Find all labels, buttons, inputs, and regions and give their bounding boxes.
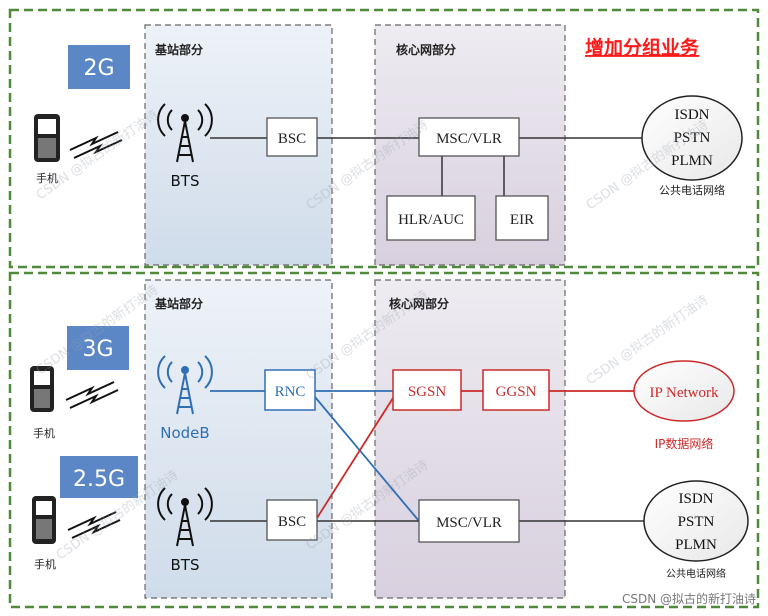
- svg-text:2.5G: 2.5G: [73, 467, 125, 492]
- svg-text:3G: 3G: [82, 337, 113, 362]
- phone-3g-icon: [30, 366, 54, 412]
- top-radio-zigzag-2: [73, 139, 123, 159]
- footer-credit: CSDN @拟古的新打油诗: [622, 591, 756, 606]
- top-phone-icon: [34, 114, 60, 162]
- badge-2-5g: 2.5G: [60, 456, 138, 498]
- bottom-bsc-node: BSC: [266, 499, 318, 541]
- top-frame: [8, 8, 760, 269]
- svg-text:BSC: BSC: [278, 514, 306, 530]
- bottom-bts-tower-icon: [157, 487, 213, 547]
- ip-network-cloud: IP Network: [633, 360, 735, 422]
- bottom-base-title: 基站部分: [154, 296, 203, 311]
- top-hlr-node: HLR/AUC: [386, 195, 476, 241]
- top-msc-node: MSC/VLR: [418, 117, 520, 157]
- bottom-core-title: 核心网部分: [389, 296, 449, 311]
- svg-text:IP Network: IP Network: [649, 385, 719, 401]
- nodeb-label: NodeB: [160, 424, 209, 442]
- top-pstn-caption: 公共电话网络: [659, 183, 725, 197]
- watermark-layer: CSDN @拟古的新打油诗 CSDN @拟古的新打油诗 CSDN @拟古的新打油…: [33, 107, 711, 563]
- radio-zigzag-2-5g: [67, 511, 117, 531]
- bottom-pstn-cloud: ISDN PSTN PLMN: [643, 480, 749, 562]
- top-eir-node: EIR: [495, 195, 549, 241]
- ip-network-caption: IP数据网络: [655, 436, 714, 451]
- badge-3g: 3G: [67, 326, 129, 370]
- top-core-title: 核心网部分: [396, 42, 456, 57]
- svg-text:BSC: BSC: [278, 131, 306, 147]
- radio-zigzag-3g: [65, 381, 115, 401]
- sgsn-node: SGSN: [392, 369, 462, 411]
- top-bsc-node: BSC: [266, 117, 318, 157]
- svg-text:2G: 2G: [83, 56, 114, 81]
- top-bts-label: BTS: [171, 172, 200, 190]
- top-pstn-line-3: PLMN: [671, 153, 713, 169]
- ggsn-node: GGSN: [482, 369, 550, 411]
- top-phone-label: 手机: [36, 171, 58, 185]
- radio-zigzag-3g-2: [69, 389, 119, 409]
- svg-text:EIR: EIR: [510, 212, 534, 228]
- bottom-base-panel: [144, 279, 333, 599]
- bottom-pstn-line-1: ISDN: [678, 491, 713, 507]
- svg-text:SGSN: SGSN: [408, 384, 447, 400]
- nodeb-tower-icon: [157, 355, 213, 415]
- bottom-pstn-line-2: PSTN: [678, 514, 715, 530]
- svg-text:GGSN: GGSN: [496, 384, 537, 400]
- svg-text:HLR/AUC: HLR/AUC: [398, 212, 464, 228]
- top-bts-tower-icon: [157, 103, 213, 163]
- svg-text:MSC/VLR: MSC/VLR: [436, 131, 502, 147]
- top-pstn-line-2: PSTN: [674, 130, 711, 146]
- badge-2g: 2G: [68, 45, 130, 89]
- rnc-node: RNC: [264, 369, 316, 411]
- phone-3g-label: 手机: [33, 426, 55, 440]
- bottom-core-panel: [374, 279, 566, 599]
- rnc-msc-link: [314, 396, 420, 522]
- top-pstn-cloud: ISDN PSTN PLMN: [641, 95, 743, 181]
- top-base-title: 基站部分: [154, 42, 203, 57]
- phone-2-5g-label: 手机: [34, 557, 56, 571]
- svg-text:MSC/VLR: MSC/VLR: [436, 515, 502, 531]
- radio-zigzag-2-5g-2: [71, 519, 121, 539]
- svg-text:RNC: RNC: [275, 384, 306, 400]
- phone-2-5g-icon: [32, 496, 56, 544]
- bottom-pstn-caption: 公共电话网络: [666, 567, 726, 580]
- top-radio-zigzag: [69, 131, 119, 151]
- bottom-pstn-line-3: PLMN: [675, 537, 717, 553]
- bottom-frame: [8, 271, 760, 609]
- top-pstn-line-1: ISDN: [674, 107, 709, 123]
- bottom-msc-node: MSC/VLR: [418, 499, 520, 543]
- headline: 增加分组业务: [585, 36, 700, 59]
- bsc-sgsn-link: [316, 397, 394, 519]
- bottom-bts-label: BTS: [171, 556, 200, 574]
